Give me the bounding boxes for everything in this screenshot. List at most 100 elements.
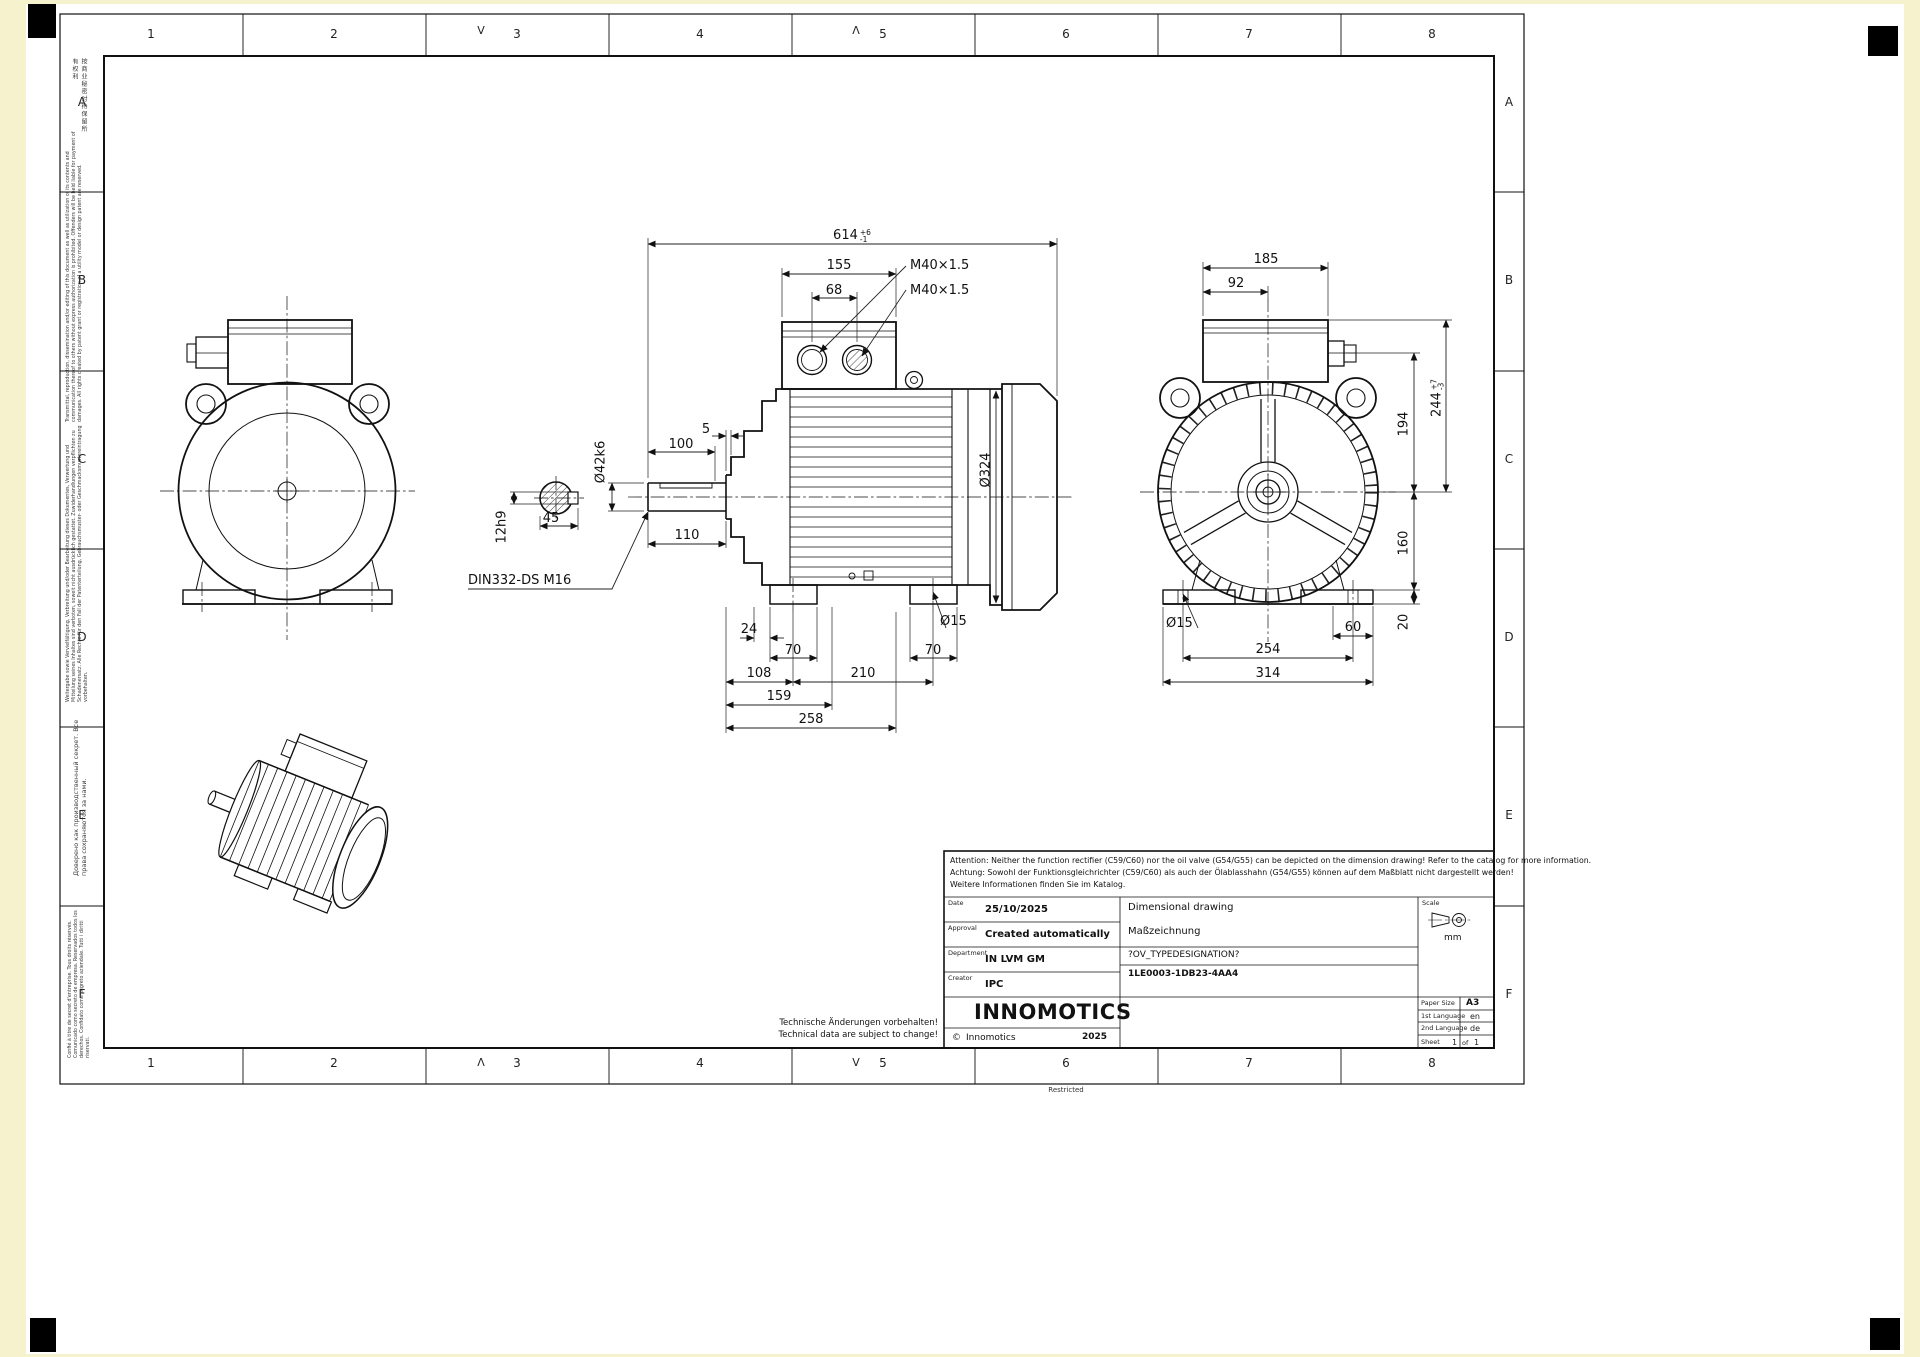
key-section-dims: [510, 491, 579, 530]
dim-pad-front: 70: [784, 643, 802, 658]
grid-row-label: D: [1504, 630, 1514, 644]
note-attention-de2: Weitere Informationen finden Sie im Kata…: [950, 880, 1126, 889]
end-view-dims: [1162, 262, 1452, 686]
grid-col-label: 1: [147, 1056, 155, 1070]
titleblock-creator-value: IPC: [985, 979, 1004, 990]
note-attention-de: Achtung: Sowohl der Funktionsgleichricht…: [950, 868, 1514, 877]
dim-gland-spacing: 68: [825, 283, 843, 298]
projection-symbol-icon: [1428, 912, 1472, 928]
dim-foot-front: 24: [740, 622, 758, 637]
dim-key-width: 12h9: [494, 510, 510, 544]
grid-col-label: 7: [1245, 27, 1253, 41]
note-attention-en: Attention: Neither the function rectifie…: [950, 856, 1592, 865]
isometric-view: [207, 733, 389, 914]
titleblock-papersize-value: A3: [1466, 998, 1480, 1008]
grid-col-label: 3: [513, 1056, 521, 1070]
grid-row-label: D: [77, 630, 87, 644]
titleblock-sheet-label: Sheet: [1421, 1038, 1440, 1046]
fold-mark: Λ: [477, 1056, 485, 1069]
titleblock-order-number: 1LE0003-1DB23-4AA4: [1128, 969, 1239, 979]
grid-col-label: 8: [1428, 27, 1436, 41]
grid-col-label: 1: [147, 27, 155, 41]
grid-col-label: 5: [879, 1056, 887, 1070]
grid-row-label: A: [77, 95, 87, 109]
titleblock-date-value: 25/10/2025: [985, 904, 1048, 915]
dim-foot-hole-end: Ø15: [1166, 616, 1193, 631]
dim-overall-tolerance: +6 -1: [859, 227, 871, 244]
dim-159: 159: [766, 689, 792, 704]
margin-note-cjk: 按商业秘密对待保留所有权利: [71, 58, 87, 133]
titleblock-approval-label: Approval: [948, 924, 977, 932]
grid-col-label: 5: [879, 27, 887, 41]
dim-hole-spacing: 210: [850, 666, 876, 681]
dim-foot-hole-spacing: 254: [1255, 642, 1281, 657]
note-changes-en: Technical data are subject to change!: [778, 1030, 938, 1040]
restricted-label: Restricted: [1048, 1086, 1084, 1094]
grid-row-label: C: [77, 452, 87, 466]
margin-note-german: Weitergabe sowie Vervielfältigung, Verbr…: [66, 425, 89, 702]
grid-row-label: B: [1504, 273, 1514, 287]
dim-end-box-width: 185: [1253, 252, 1279, 267]
dim-194: 194: [1396, 411, 1412, 437]
margin-note-russian: Доверено как производственный секрет. Вс…: [72, 719, 88, 876]
grid-row-label: F: [1505, 987, 1513, 1001]
grid-col-label: 2: [330, 27, 338, 41]
titleblock-sheet-total: 1: [1474, 1038, 1480, 1047]
sheet-frame: [59, 13, 1525, 1085]
grid-col-label: 7: [1245, 1056, 1253, 1070]
grid-col-label: 6: [1062, 1056, 1070, 1070]
dim-foot-width: 314: [1255, 666, 1281, 681]
titleblock-scale-label: Scale: [1422, 899, 1440, 907]
grid-col-label: 3: [513, 27, 521, 41]
dim-shaft-height: 160: [1396, 530, 1412, 556]
margin-note-romance: Confié à titre de secret d'entreprise. T…: [68, 910, 91, 1058]
dim-foot-hole-side: Ø15: [940, 614, 967, 629]
titleblock-department-label: Department: [948, 949, 988, 957]
titleblock-papersize-label: Paper Size: [1421, 999, 1455, 1007]
titleblock-title-de: Maßzeichnung: [1128, 926, 1201, 937]
dim-shaft-length: 110: [674, 528, 700, 543]
grid-row-label: C: [1504, 452, 1514, 466]
titleblock-department-value: IN LVM GM: [985, 954, 1045, 965]
side-view: [628, 321, 1072, 612]
titleblock-unit: mm: [1444, 933, 1462, 943]
front-view: [160, 296, 415, 640]
titleblock-creator-label: Creator: [948, 974, 973, 982]
key-section-view: [534, 476, 584, 522]
titleblock-lang1-value: en: [1470, 1012, 1480, 1021]
dim-height-box-top-tolerance: +7 -3: [1429, 379, 1445, 391]
crop-mark-bottom-left: [30, 1318, 56, 1352]
grid-row-label: B: [77, 273, 87, 287]
dim-end-box-half: 92: [1227, 276, 1245, 291]
side-view-dims: [468, 238, 1058, 733]
grid-col-label: 2: [330, 1056, 338, 1070]
margin-note-english: Transmittal, reproduction, dissemination…: [66, 131, 83, 422]
dim-box-width: 155: [826, 258, 852, 273]
dim-center-hole: DIN332-DS M16: [468, 573, 572, 588]
grid-row-label: A: [1504, 95, 1514, 109]
dim-60: 60: [1344, 620, 1362, 635]
dim-height-box-top: 244 +7 -3: [1429, 379, 1445, 417]
title-block-grid: [943, 850, 1495, 1049]
grid-col-label: 8: [1428, 1056, 1436, 1070]
end-view: [1140, 298, 1396, 642]
dim-pad-rear: 70: [924, 643, 942, 658]
grid-row-label: F: [78, 987, 86, 1001]
titleblock-sheet-of: of: [1462, 1039, 1469, 1047]
innomotics-logo: INNOMOTICS: [974, 1000, 1132, 1024]
titleblock-copyright-name: Innomotics: [966, 1033, 1016, 1043]
titleblock-lang2-label: 2nd Language: [1421, 1024, 1468, 1032]
grid-row-label: E: [1505, 808, 1513, 822]
titleblock-lang1-label: 1st Language: [1421, 1012, 1466, 1020]
grid-row-label: E: [78, 808, 86, 822]
crop-mark-top-left: [28, 4, 56, 38]
titleblock-sheet-no: 1: [1452, 1038, 1458, 1047]
dim-gland-thread-1: M40×1.5: [910, 258, 970, 273]
dim-shaft-diameter: Ø42k6: [593, 440, 609, 484]
dim-overall-length: 614 +6 -1: [833, 228, 871, 243]
titleblock-approval-value: Created automatically: [985, 929, 1110, 940]
crop-mark-bottom-right: [1870, 1318, 1900, 1350]
dim-frame-diameter: Ø324: [978, 452, 994, 488]
